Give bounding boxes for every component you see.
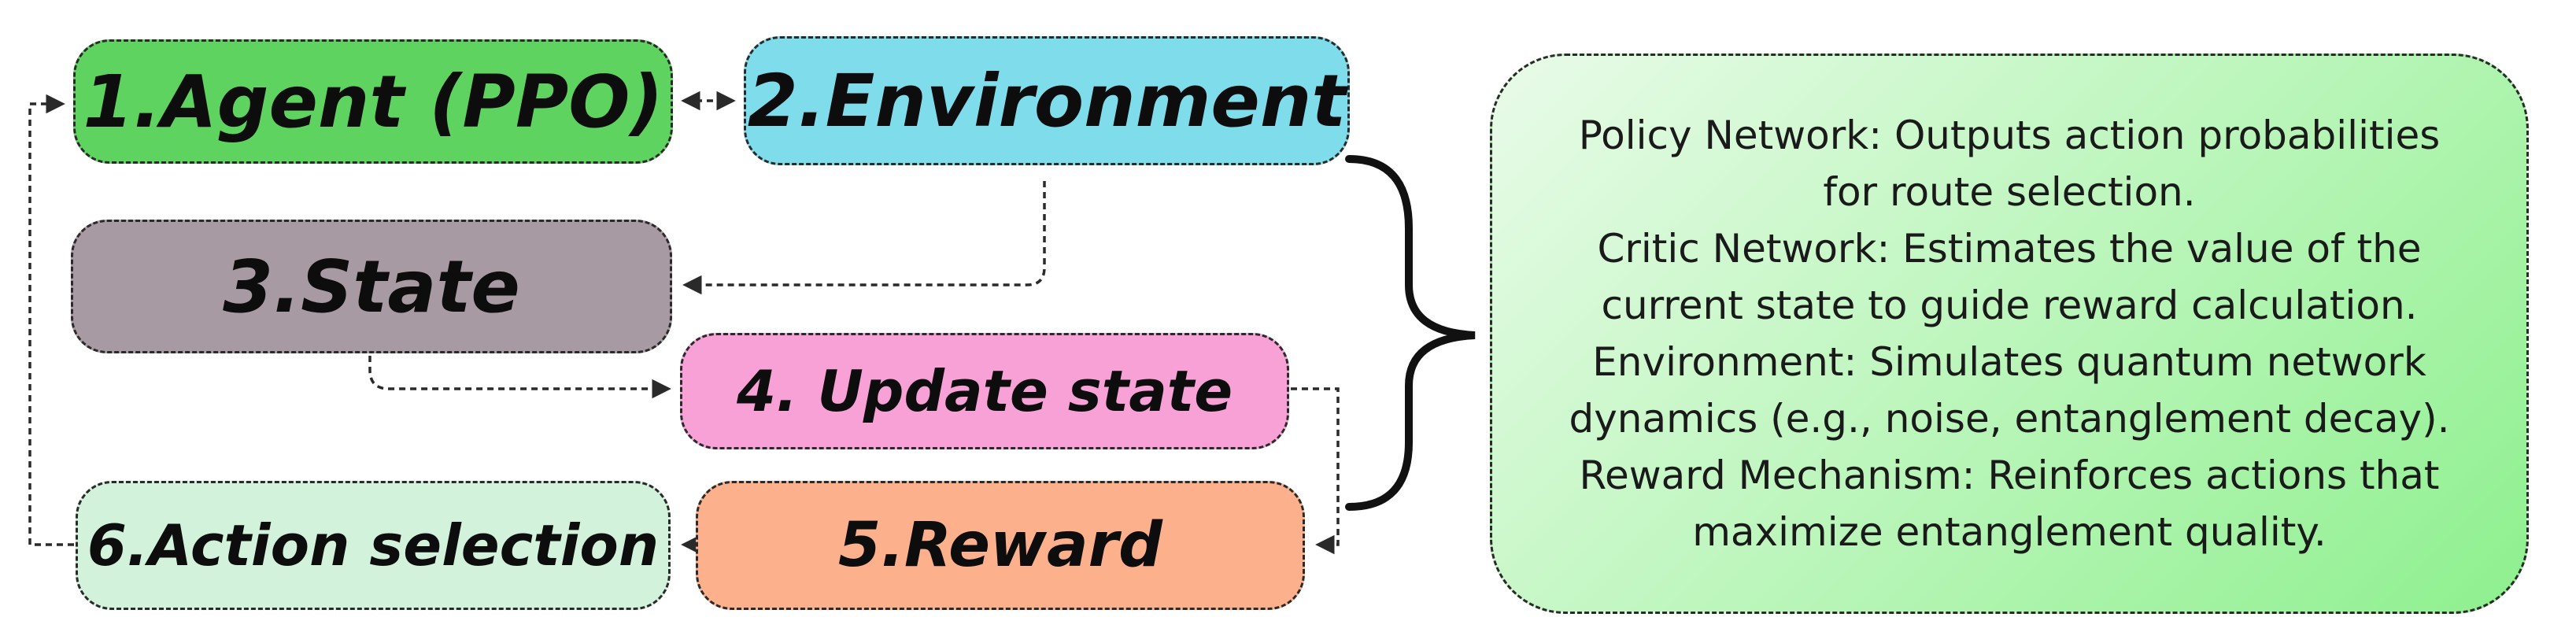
node-agent-ppo: 1.Agent (PPO) bbox=[73, 39, 673, 164]
node-update-state: 4. Update state bbox=[680, 333, 1289, 449]
description-line: for route selection. bbox=[1823, 169, 2196, 215]
curly-brace bbox=[1345, 155, 1476, 511]
arrow-state-update bbox=[368, 356, 671, 399]
node-reward: 5.Reward bbox=[696, 481, 1305, 610]
arrow-environment-state bbox=[682, 181, 1046, 295]
description-line: Reward Mechanism: Reinforces actions tha… bbox=[1579, 453, 2440, 498]
node-action-selection: 6.Action selection bbox=[76, 481, 671, 610]
description-line: maximize entanglement quality. bbox=[1692, 509, 2327, 555]
description-panel: Policy Network: Outputs action probabili… bbox=[1490, 54, 2529, 614]
description-line: Policy Network: Outputs action probabili… bbox=[1578, 113, 2441, 158]
node-state: 3.State bbox=[71, 220, 672, 353]
node-environment: 2.Environment bbox=[744, 36, 1350, 165]
arrow-update-reward bbox=[1291, 387, 1340, 555]
description-line: current state to guide reward calculatio… bbox=[1601, 283, 2418, 328]
description-line: Environment: Simulates quantum network bbox=[1592, 339, 2426, 385]
description-line: dynamics (e.g., noise, entanglement deca… bbox=[1569, 396, 2450, 442]
description-line: Critic Network: Estimates the value of t… bbox=[1597, 226, 2422, 272]
arrow-action-agent bbox=[28, 94, 74, 546]
